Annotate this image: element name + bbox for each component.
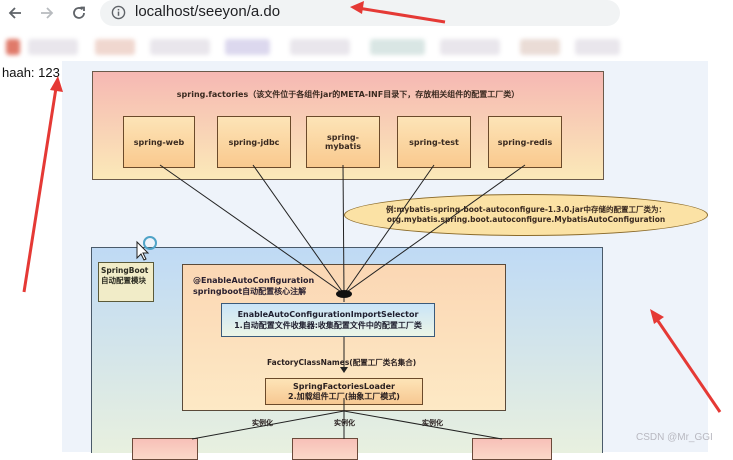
module-label: spring-jdbc [228,137,280,147]
arrow-right-icon [41,7,54,19]
selector-title: EnableAutoConfigurationImportSelector [237,310,419,319]
instantiate-label: 实例化 [422,419,443,427]
url-text[interactable]: localhost/seeyon/a.do [135,3,280,20]
enable-autoconfig-title: @EnableAutoConfiguration springboot自动配置核… [193,275,314,297]
bookmark-blob [150,39,210,55]
url-host: localhost [135,3,195,20]
loader-desc: 2.加载组件工厂(抽象工厂模式) [288,392,400,401]
reload-button[interactable] [68,2,90,24]
module-label: spring-test [409,137,459,147]
back-button[interactable] [4,2,26,24]
forward-button[interactable] [36,2,58,24]
loader-title: SpringFactoriesLoader [292,382,396,391]
module-spring-jdbc: spring-jdbc [217,116,291,168]
mybatis-example-callout: 例:mybatis-spring-boot-autoconfigure-1.3.… [344,194,708,236]
bookmarks-bar-blurred [0,33,733,58]
module-spring-test: spring-test [397,116,471,168]
csdn-watermark: CSDN @Mr_GGI [636,432,713,443]
bookmark-blob [225,39,270,55]
spring-autoconfig-diagram: spring.factories（该文件位于各组件jar的META-INF目录下… [62,61,708,460]
module-label: spring-web [133,137,185,147]
annotation-desc: springboot自动配置核心注解 [193,287,307,296]
diagram-connectors [159,164,526,440]
bookmark-blob [440,39,500,55]
springboot-module-label: SpringBoot 自动配置模块 [98,262,154,302]
bookmark-blob [6,39,20,55]
selector-desc: 1.自动配置文件收集器:收集配置文件中的配置工厂类 [234,321,422,330]
bookmark-blob [370,39,425,55]
module-label: spring- mybatis [324,133,361,151]
spring-factories-panel: spring.factories（该文件位于各组件jar的META-INF目录下… [92,71,604,180]
import-selector-box: EnableAutoConfigurationImportSelector 1.… [221,303,435,337]
factory-class-names-label: FactoryClassNames(配置工厂类名集合) [267,358,417,367]
instantiate-label: 实例化 [252,419,273,427]
bookmark-blob [520,39,560,55]
mouse-cursor-icon [136,236,157,261]
bookmark-blob [28,39,78,55]
spring-factories-title: spring.factories（该文件位于各组件jar的META-INF目录下… [176,90,520,99]
arrow-left-icon [8,7,21,19]
info-icon[interactable] [111,5,126,20]
module-spring-redis: spring-redis [488,116,562,168]
bookmark-blob [290,39,350,55]
callout-line2: org.mybatis.spring.boot.autoconfigure.My… [386,215,666,224]
bookmark-blob [575,39,620,55]
bookmark-blob [95,39,135,55]
reload-icon [73,6,85,19]
url-path: /seeyon/a.do [194,3,281,20]
response-text: haah: 123 [2,65,60,80]
module-label: spring-redis [497,137,553,147]
module-spring-mybatis: spring- mybatis [306,116,380,168]
callout-line1: 例:mybatis-spring-boot-autoconfigure-1.3.… [386,205,666,214]
annotation-name: @EnableAutoConfiguration [193,276,315,285]
module-spring-web: spring-web [123,116,195,168]
